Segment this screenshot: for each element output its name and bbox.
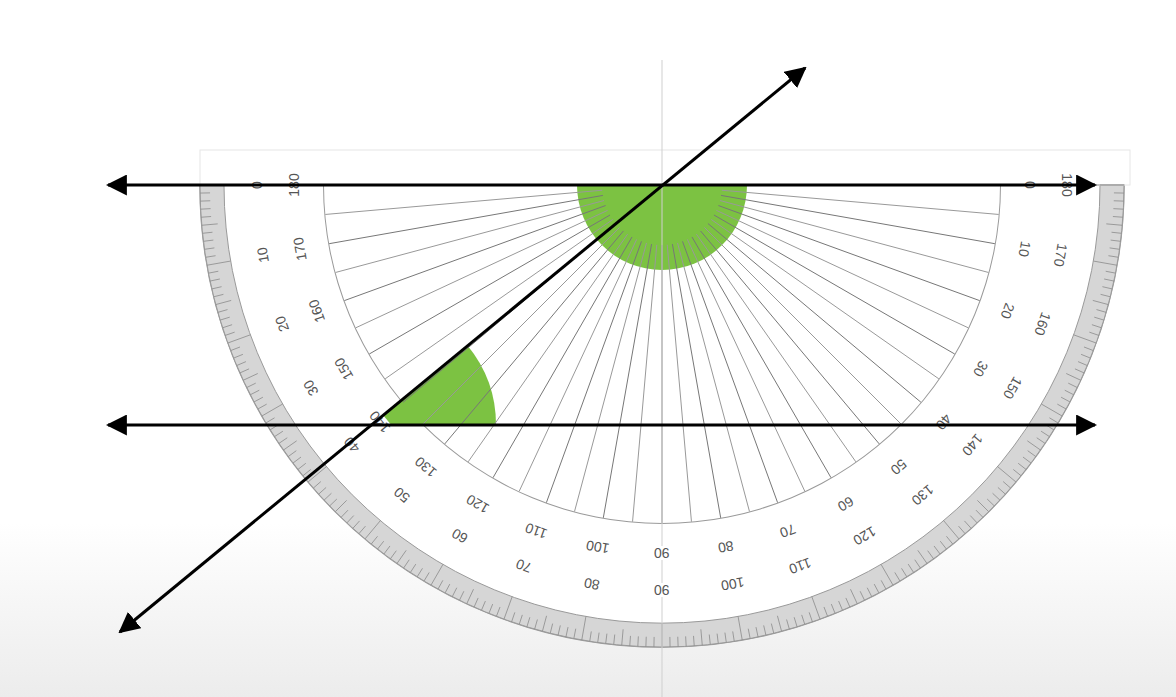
geometry-line bbox=[120, 68, 805, 632]
degree-number: 180 bbox=[287, 172, 301, 197]
sheet-edge bbox=[200, 150, 1130, 185]
degree-number: 70 bbox=[777, 521, 798, 540]
degree-number: 90 bbox=[653, 583, 671, 597]
degree-number: 0 bbox=[1023, 180, 1037, 190]
degree-number: 100 bbox=[584, 538, 611, 556]
degree-number: 130 bbox=[908, 482, 936, 509]
degree-number: 0 bbox=[250, 180, 264, 190]
degree-number: 20 bbox=[272, 313, 291, 334]
degree-number: 90 bbox=[653, 546, 671, 560]
degree-number: 80 bbox=[716, 539, 736, 556]
degree-number: 160 bbox=[305, 297, 327, 326]
degree-number: 110 bbox=[522, 520, 550, 541]
degree-number: 80 bbox=[582, 575, 602, 592]
degree-number: 60 bbox=[448, 525, 470, 546]
geometry-line bbox=[108, 184, 1095, 187]
degree-number: 180 bbox=[1060, 172, 1074, 197]
degree-number: 140 bbox=[959, 431, 986, 459]
geometry-line bbox=[108, 424, 1095, 427]
degree-number: 110 bbox=[787, 555, 815, 576]
degree-number: 40 bbox=[341, 434, 363, 456]
degree-number: 20 bbox=[998, 300, 1017, 321]
degree-number: 50 bbox=[390, 484, 412, 506]
degree-number: 50 bbox=[887, 456, 909, 478]
degree-number: 120 bbox=[464, 491, 493, 516]
degree-number: 100 bbox=[719, 575, 746, 593]
degree-number: 150 bbox=[331, 355, 356, 384]
degree-number: 60 bbox=[835, 493, 857, 514]
degree-number: 170 bbox=[1052, 242, 1070, 269]
degree-number: 40 bbox=[933, 410, 955, 432]
degree-number: 140 bbox=[367, 407, 394, 435]
degree-number: 30 bbox=[301, 376, 322, 398]
degree-number: 10 bbox=[1016, 239, 1033, 259]
degree-number: 130 bbox=[411, 453, 439, 480]
degree-number: 170 bbox=[290, 235, 308, 262]
degree-number: 120 bbox=[850, 523, 879, 548]
center-guide bbox=[662, 60, 663, 697]
degree-number: 160 bbox=[1032, 309, 1054, 338]
degree-number: 30 bbox=[970, 358, 991, 380]
degree-number: 70 bbox=[513, 556, 534, 575]
degree-number: 10 bbox=[255, 245, 272, 265]
degree-number: 150 bbox=[1000, 373, 1025, 402]
